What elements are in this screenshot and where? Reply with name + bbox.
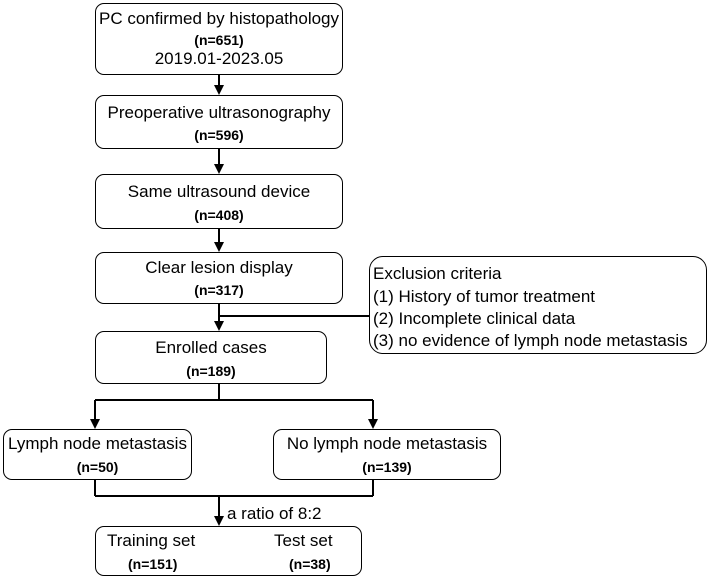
- exclusion-criteria-title: Exclusion criteria: [373, 264, 502, 283]
- dataset-split-box: Training set (n=151) Test set (n=38): [95, 526, 362, 576]
- exclusion-item: (2) Incomplete clinical data: [373, 309, 576, 328]
- step-same-device-box: Same ultrasound device (n=408): [95, 174, 343, 229]
- test-set-count: (n=38): [289, 556, 331, 572]
- lymph-node-metastasis-box: Lymph node metastasis (n=50): [3, 429, 192, 480]
- split-ratio-label: a ratio of 8:2: [227, 504, 322, 523]
- no-lymph-node-metastasis-box: No lymph node metastasis (n=139): [273, 429, 501, 480]
- lymph-node-metastasis-title: Lymph node metastasis: [8, 434, 187, 453]
- exclusion-criteria-box: Exclusion criteria (1) History of tumor …: [369, 256, 707, 354]
- step-confirmed-count: (n=651): [194, 32, 244, 48]
- exclusion-item: (3) no evidence of lymph node metastasis: [373, 331, 688, 350]
- step-clear-lesion-count: (n=317): [194, 282, 244, 298]
- enrolled-cases-title: Enrolled cases: [155, 338, 267, 357]
- step-ultrasonography-title: Preoperative ultrasonography: [107, 103, 331, 122]
- enrolled-cases-box: Enrolled cases (n=189): [95, 331, 327, 384]
- step-same-device-title: Same ultrasound device: [127, 182, 311, 201]
- test-set-title: Test set: [274, 531, 333, 550]
- step-confirmed-period: 2019.01-2023.05: [154, 49, 284, 68]
- step-clear-lesion-title: Clear lesion display: [145, 258, 293, 277]
- step-confirmed-title: PC confirmed by histopathology: [98, 9, 340, 28]
- step-ultrasonography-count: (n=596): [194, 127, 244, 143]
- enrolled-cases-count: (n=189): [186, 363, 236, 379]
- step-clear-lesion-box: Clear lesion display (n=317): [95, 252, 343, 304]
- step-ultrasonography-box: Preoperative ultrasonography (n=596): [95, 95, 343, 149]
- no-lymph-node-metastasis-title: No lymph node metastasis: [286, 434, 488, 453]
- no-lymph-node-metastasis-count: (n=139): [362, 459, 412, 475]
- step-confirmed-box: PC confirmed by histopathology (n=651) 2…: [95, 3, 343, 75]
- step-same-device-count: (n=408): [194, 207, 244, 223]
- training-set-count: (n=151): [128, 556, 178, 572]
- training-set-title: Training set: [107, 531, 196, 550]
- lymph-node-metastasis-count: (n=50): [76, 459, 119, 475]
- exclusion-item: (1) History of tumor treatment: [373, 287, 596, 306]
